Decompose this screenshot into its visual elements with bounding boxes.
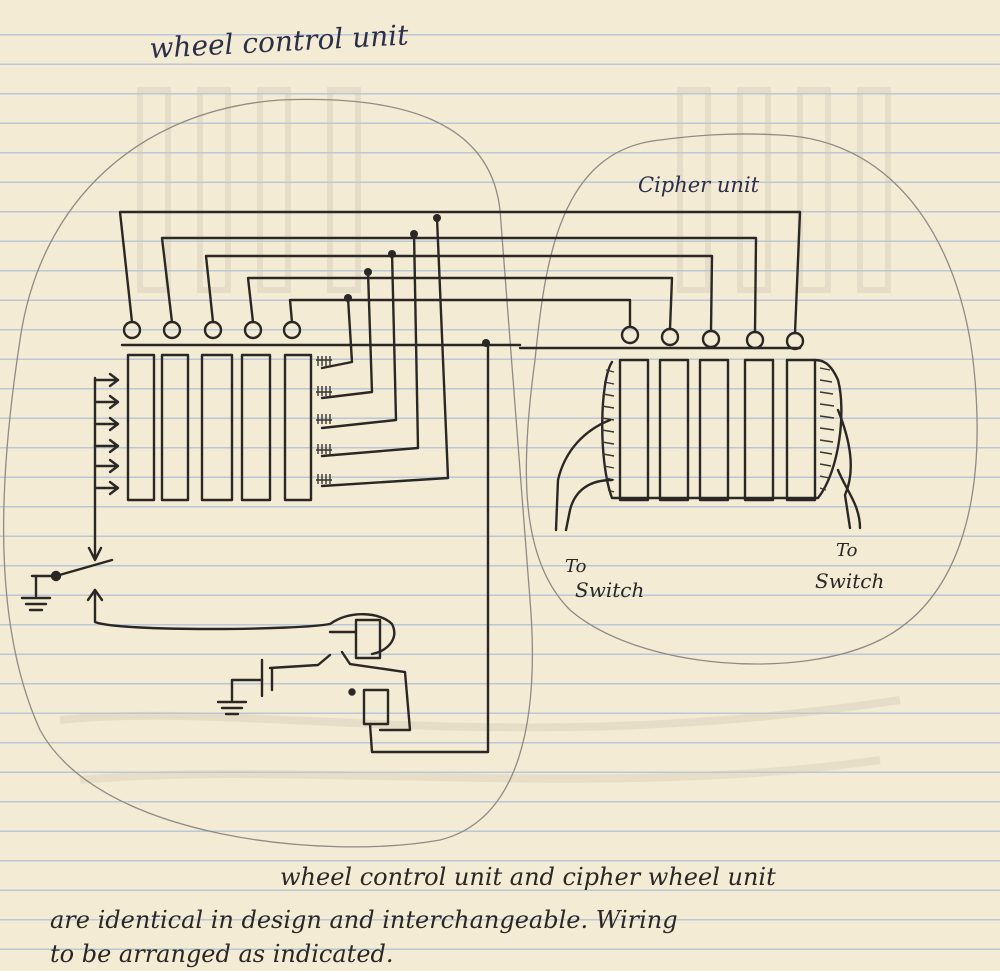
right-contacts	[620, 325, 805, 351]
left-brush-stubs	[316, 356, 332, 484]
contact-terminal	[660, 327, 680, 347]
stepping-arrows	[87, 372, 120, 562]
contact-terminal	[620, 325, 640, 345]
junction-dots	[344, 214, 490, 347]
cipher-unit-outline	[525, 133, 978, 665]
left-switch-label-line1: To	[565, 556, 587, 577]
wheel-control-unit-outline	[2, 98, 534, 848]
contact-terminal	[785, 331, 805, 351]
contact-terminal	[162, 320, 182, 340]
left-wheel-stack	[120, 343, 522, 502]
right-wheel-stack	[518, 346, 862, 532]
caption-line-3: to be arranged as indicated.	[50, 940, 394, 968]
left-switch-label-line2: Switch	[575, 578, 644, 602]
contact-terminal	[203, 320, 223, 340]
caption-line-2: are identical in design and interchangea…	[50, 906, 678, 934]
relay-assembly	[216, 340, 490, 754]
right-wheel	[658, 358, 690, 502]
left-wheel	[160, 353, 190, 502]
right-switch-label-line2: Switch	[815, 569, 884, 593]
right-wheel	[618, 358, 650, 502]
contact-terminal	[701, 329, 721, 349]
wheel-control-unit-title: wheel control unit	[149, 18, 410, 65]
cipher-unit-label: Cipher unit	[638, 173, 760, 197]
cross-wiring	[118, 210, 802, 488]
caption-line-1: wheel control unit and cipher wheel unit	[280, 863, 776, 891]
bleed-through-marks	[59, 87, 901, 784]
contact-terminal	[122, 320, 142, 340]
right-wheel	[785, 358, 817, 502]
right-switch-label-line1: To	[836, 540, 858, 561]
left-wheel	[126, 353, 156, 502]
left-wheel	[240, 353, 272, 502]
switch-return-wire	[93, 588, 396, 656]
left-contacts	[122, 320, 302, 340]
contact-terminal	[282, 320, 302, 340]
contact-terminal	[745, 330, 765, 350]
contact-terminal	[243, 320, 263, 340]
left-wheel	[200, 353, 234, 502]
left-wheel	[283, 353, 313, 502]
right-wheel	[698, 358, 730, 502]
right-wheel	[743, 358, 775, 502]
left-switch	[20, 558, 114, 612]
